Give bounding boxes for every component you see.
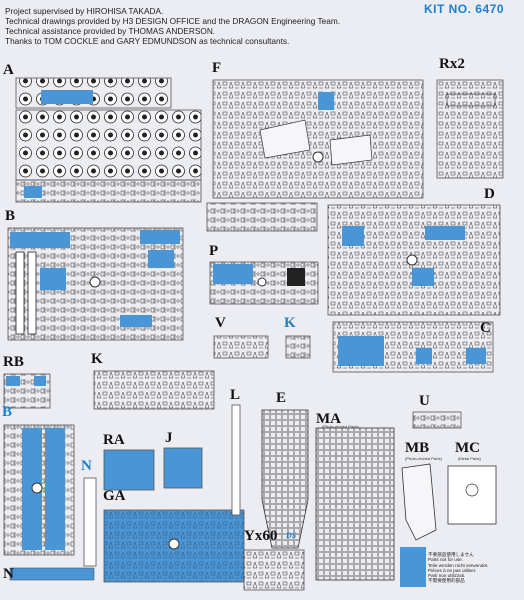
sprue-V xyxy=(213,335,269,359)
sublabel-MB: (Photo-etched Parts) xyxy=(405,456,442,461)
credits-block: Project supervised by HIROHISA TAKADA. T… xyxy=(5,6,340,46)
label-MC: MC xyxy=(455,440,480,456)
label-V: V xyxy=(215,315,226,331)
note-line: 不要部品使用しません xyxy=(428,552,474,557)
label-RA: RA xyxy=(103,432,125,448)
label-N: N xyxy=(3,566,14,582)
label-N-blue: N xyxy=(81,458,92,474)
sprue-U xyxy=(412,411,462,429)
sublabel-MA: (Photo-etched Parts) xyxy=(322,424,359,429)
sprue-RA xyxy=(103,449,155,491)
sprue-RB xyxy=(3,373,51,409)
sprue-P xyxy=(209,261,319,305)
label-B: B xyxy=(5,208,16,224)
label-Rx2: Rx2 xyxy=(439,56,465,72)
label-Yx60: Yx60 xyxy=(244,528,278,544)
sprue-A xyxy=(15,77,202,203)
label-J: J xyxy=(165,430,173,446)
sprue-MB xyxy=(401,463,437,541)
note-line: 不需要使用的部品 xyxy=(428,578,465,584)
label-P: P xyxy=(209,243,219,259)
unused-parts-note: 不要部品使用しません Parts not for use. Teile werd… xyxy=(428,552,489,584)
note-line: Teile werden nicht verwendet. xyxy=(428,562,489,568)
sprue-GA xyxy=(103,509,245,583)
credit-line: Technical drawings provided by H3 DESIGN… xyxy=(5,16,341,26)
sprue-J xyxy=(163,447,203,489)
unused-parts-swatch xyxy=(400,547,426,587)
label-U: U xyxy=(419,393,430,409)
sprue-K xyxy=(93,370,215,410)
sprue-B-blue xyxy=(3,424,75,556)
label-F: F xyxy=(212,60,222,76)
sprue-N-blue xyxy=(83,477,97,567)
label-RB: RB xyxy=(3,354,24,370)
credit-line: Technical assistance provided by THOMAS … xyxy=(5,26,216,36)
sprue-D xyxy=(327,204,501,316)
label-L: L xyxy=(230,387,241,403)
note-line: Pièces à ne pas utiliser. xyxy=(428,567,477,573)
sprue-Yx60 xyxy=(243,549,305,591)
label-GA: GA xyxy=(103,488,126,504)
sprue-MC xyxy=(447,465,497,525)
label-K-blue: K xyxy=(284,315,296,331)
label-K: K xyxy=(91,351,103,367)
sprue-E xyxy=(261,409,309,549)
credit-line: Thanks to TOM COCKLE and GARY EDMUNDSON … xyxy=(5,36,290,46)
sprue-K-blue xyxy=(285,335,311,359)
label-E: E xyxy=(276,390,287,406)
label-C: C xyxy=(480,320,491,336)
label-A: A xyxy=(3,62,14,78)
kit-number: KIT NO. 6470 xyxy=(423,2,504,16)
sprue-C xyxy=(332,321,494,373)
sprue-Rx2 xyxy=(436,79,504,179)
sublabel-MC: (Metal Parts) xyxy=(458,456,481,461)
sprue-MA xyxy=(315,427,395,581)
sprue-L xyxy=(231,404,241,516)
note-line: Parts not for use. xyxy=(428,557,463,563)
label-B-blue: B xyxy=(2,404,13,420)
ds-logo: DS xyxy=(286,531,297,540)
sprue-B xyxy=(7,227,184,341)
label-MB: MB xyxy=(405,440,430,456)
sprue-F xyxy=(206,79,424,232)
sprue-N xyxy=(9,567,95,581)
label-MA: MA xyxy=(316,411,341,427)
note-line: Parti non utilizzati. xyxy=(428,573,466,579)
label-D: D xyxy=(484,186,495,202)
credit-line: Project supervised by HIROHISA TAKADA. xyxy=(5,6,164,16)
